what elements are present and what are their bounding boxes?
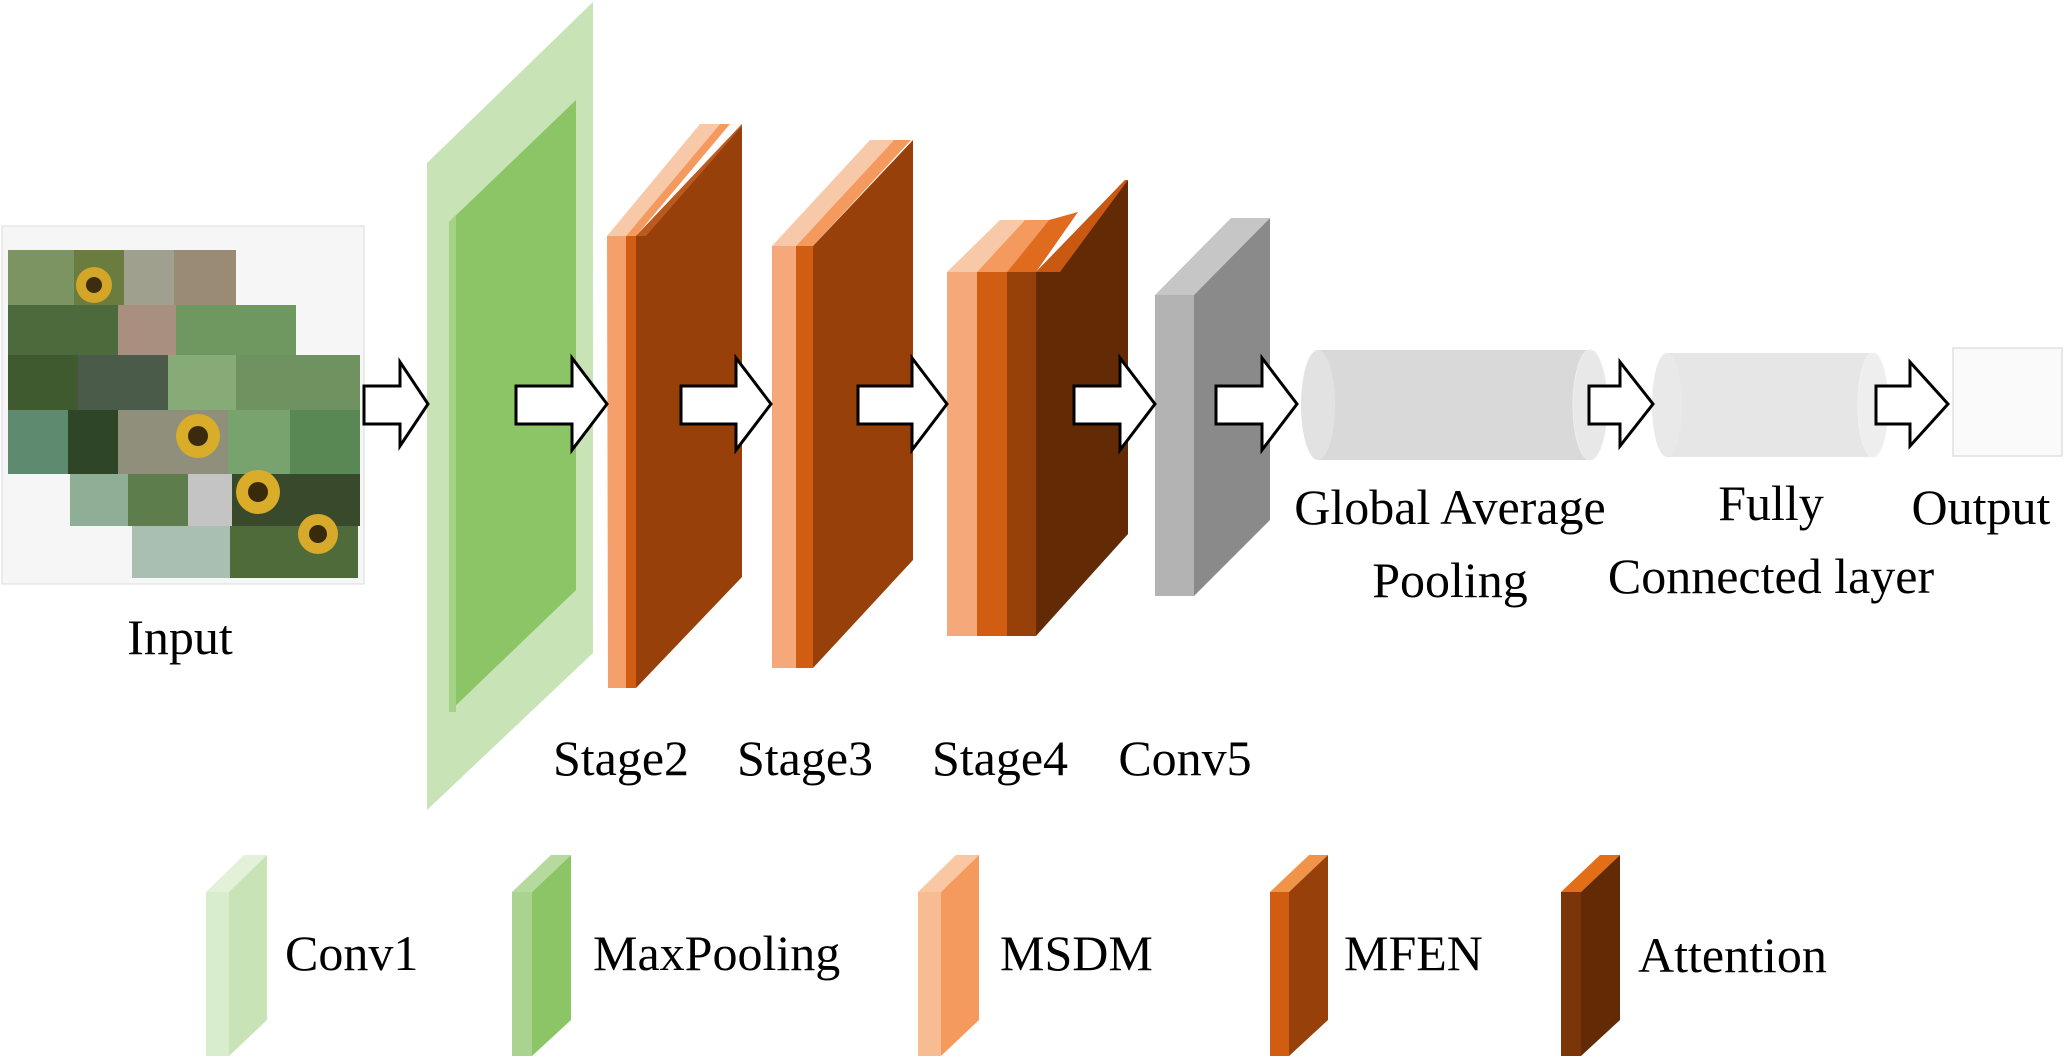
arrow-right-icon	[1214, 353, 1299, 455]
arrow-right-icon	[362, 357, 430, 451]
fc-label-line2: Connected layer	[1608, 548, 1935, 604]
legend-label-msdm: MSDM	[1000, 925, 1153, 981]
legend-item-attention: Attention	[1561, 855, 1827, 1056]
stage3-label: Stage3	[737, 730, 873, 786]
legend-item-maxpooling: MaxPooling	[512, 855, 840, 1056]
stage3-block	[772, 140, 913, 668]
arrow-right-icon	[679, 353, 773, 455]
legend-label-attention: Attention	[1638, 927, 1827, 983]
fc-label-line1: Fully	[1718, 475, 1824, 531]
legend-item-mfen: MFEN	[1270, 855, 1483, 1056]
stage4-label: Stage4	[932, 730, 1068, 786]
arrow-right-icon	[1587, 357, 1655, 451]
fc-block	[1652, 352, 1889, 458]
legend-label-mfen: MFEN	[1344, 925, 1483, 981]
output-block	[1952, 347, 2063, 457]
legend-label-maxpooling: MaxPooling	[593, 925, 840, 981]
arrow-right-icon	[856, 353, 949, 455]
arrow-right-icon	[1874, 358, 1951, 450]
input-image	[1, 225, 365, 585]
arrow-right-icon	[1072, 353, 1157, 455]
arrow-right-icon	[514, 353, 609, 455]
gap-label-line1: Global Average	[1294, 479, 1605, 535]
gap-label-line2: Pooling	[1372, 552, 1528, 608]
input-label: Input	[127, 609, 233, 665]
output-label: Output	[1912, 479, 2051, 535]
conv1-block	[427, 2, 593, 810]
maxpooling-block	[449, 100, 576, 712]
conv5-label: Conv5	[1118, 730, 1251, 786]
gap-block	[1301, 349, 1608, 461]
legend-item-conv1: Conv1	[206, 855, 418, 1056]
legend: Conv1 MaxPooling MSDM MFEN Atten	[206, 855, 1827, 1056]
legend-label-conv1: Conv1	[285, 925, 418, 981]
legend-item-msdm: MSDM	[918, 855, 1153, 1056]
stage2-label: Stage2	[553, 730, 689, 786]
